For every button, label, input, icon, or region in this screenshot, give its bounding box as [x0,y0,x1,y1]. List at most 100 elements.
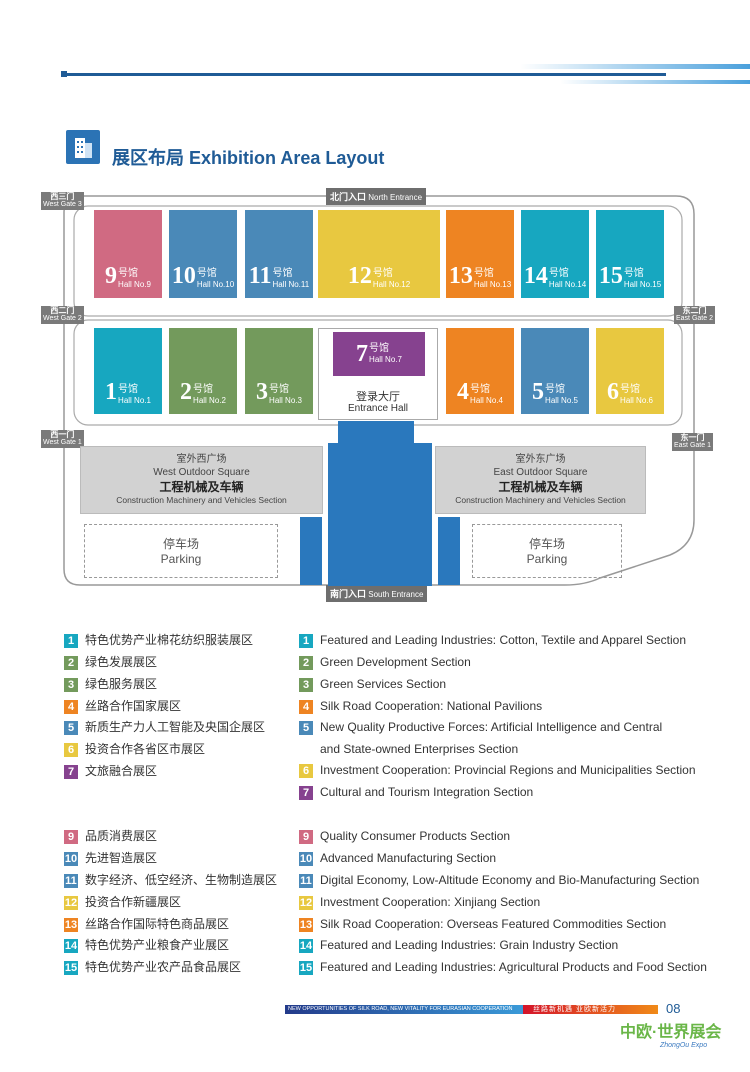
legend-number: 7 [64,765,78,779]
main-walkway [338,421,414,443]
legend-label: Featured and Leading Industries: Grain I… [320,938,619,952]
legend-number: 5 [64,721,78,735]
legend-label: 特色优势产业粮食产业展区 [85,938,230,952]
legend-number: 4 [64,700,78,714]
legend-label: 新质生产力人工智能及央国企展区 [85,720,266,734]
hall-number: 10 [171,263,196,289]
legend-item: 7 文旅融合展区 [64,761,157,783]
legend-number: 11 [64,874,78,888]
legend-number: 3 [64,678,78,692]
legend-number: 10 [64,852,78,866]
legend-number: 3 [299,678,313,692]
legend-item: 9 Quality Consumer Products Section [299,826,510,848]
legend-label: 数字经济、低空经济、生物制造展区 [85,873,278,887]
legend-label: 品质消费展区 [85,829,158,843]
legend-number: 9 [299,830,313,844]
hall-number: 9 [105,263,118,289]
header-marker [61,71,67,77]
legend-number: 12 [299,896,313,910]
legend-item: 1 特色优势产业棉花纺织服装展区 [64,630,253,652]
legend-label: Featured and Leading Industries: Agricul… [320,960,707,974]
header-stripe [560,80,750,84]
legend-item: 4 Silk Road Cooperation: National Pavilio… [299,696,542,718]
footer-slogan-en: NEW OPPORTUNITIES OF SILK ROAD, NEW VITA… [285,1005,523,1014]
hall-number: 3 [256,379,269,405]
legend-number: 15 [64,961,78,975]
legend-number: 4 [299,700,313,714]
legend-item: 3 Green Services Section [299,674,446,696]
legend-item: 11 数字经济、低空经济、生物制造展区 [64,870,277,892]
legend-item: 15 特色优势产业农产品食品展区 [64,957,241,979]
legend-number: 1 [64,634,78,648]
legend-label: Investment Cooperation: Provincial Regio… [320,763,696,777]
legend-label: Green Services Section [320,677,447,691]
legend-label: 绿色发展展区 [85,655,158,669]
legend-item: 14 Featured and Leading Industries: Grain… [299,935,618,957]
walkway-west [300,517,322,585]
hall-number: 12 [347,263,372,289]
hall-number: 4 [457,379,470,405]
legend-number: 14 [299,939,313,953]
legend-label: 特色优势产业棉花纺织服装展区 [85,633,254,647]
footer-slogan-cn: 丝路新机遇 亚欧新活力 [523,1005,658,1014]
header-stripe [520,64,750,69]
legend-label: Investment Cooperation: Xinjiang Section [320,895,541,909]
hall-number: 6 [607,379,620,405]
legend-number: 2 [64,656,78,670]
south-plaza [328,443,432,586]
page-title: 展区布局 Exhibition Area Layout [112,148,385,168]
legend-label: Silk Road Cooperation: Overseas Featured… [320,917,667,931]
legend-number: 5 [299,721,313,735]
legend-label: Silk Road Cooperation: National Pavilion… [320,699,543,713]
legend-number: 6 [64,743,78,757]
legend-number: 9 [64,830,78,844]
legend-number: 13 [299,918,313,932]
hall-number: 7 [356,340,369,367]
legend-label: Cultural and Tourism Integration Section [320,785,534,799]
header-rule [66,73,666,76]
legend-label: 文旅融合展区 [85,764,158,778]
legend-number: 2 [299,656,313,670]
hall-number: 5 [532,379,545,405]
legend-label: 特色优势产业农产品食品展区 [85,960,242,974]
north-entrance-label: 北门入口 North Entrance [326,188,427,205]
legend-number: 12 [64,896,78,910]
south-entrance-label: 南门入口 South Entrance [326,585,428,602]
legend-number: 14 [64,939,78,953]
legend-number: 11 [299,874,313,888]
hall-number: 1 [105,379,118,405]
legend-item: 9 品质消费展区 [64,826,157,848]
legend-label: Quality Consumer Products Section [320,829,511,843]
